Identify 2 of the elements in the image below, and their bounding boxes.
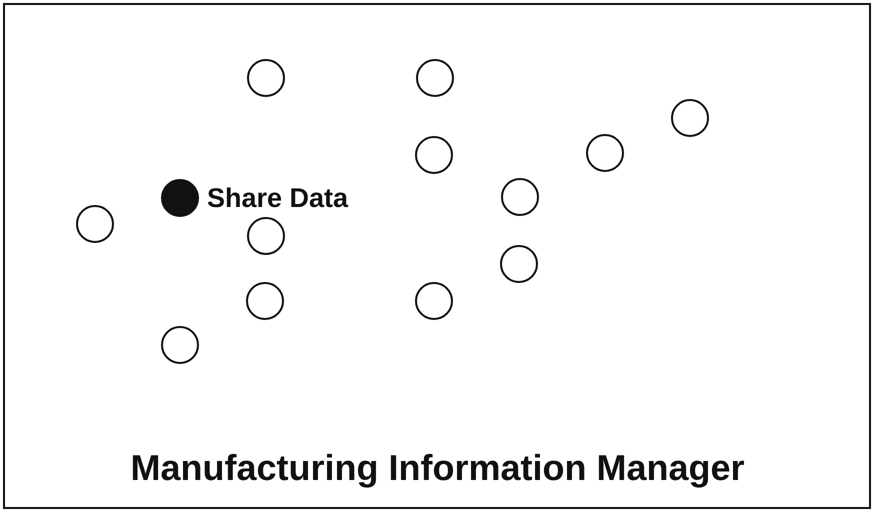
node-label: Share Data <box>207 183 348 213</box>
diagram-title: Manufacturing Information Manager <box>129 446 746 490</box>
